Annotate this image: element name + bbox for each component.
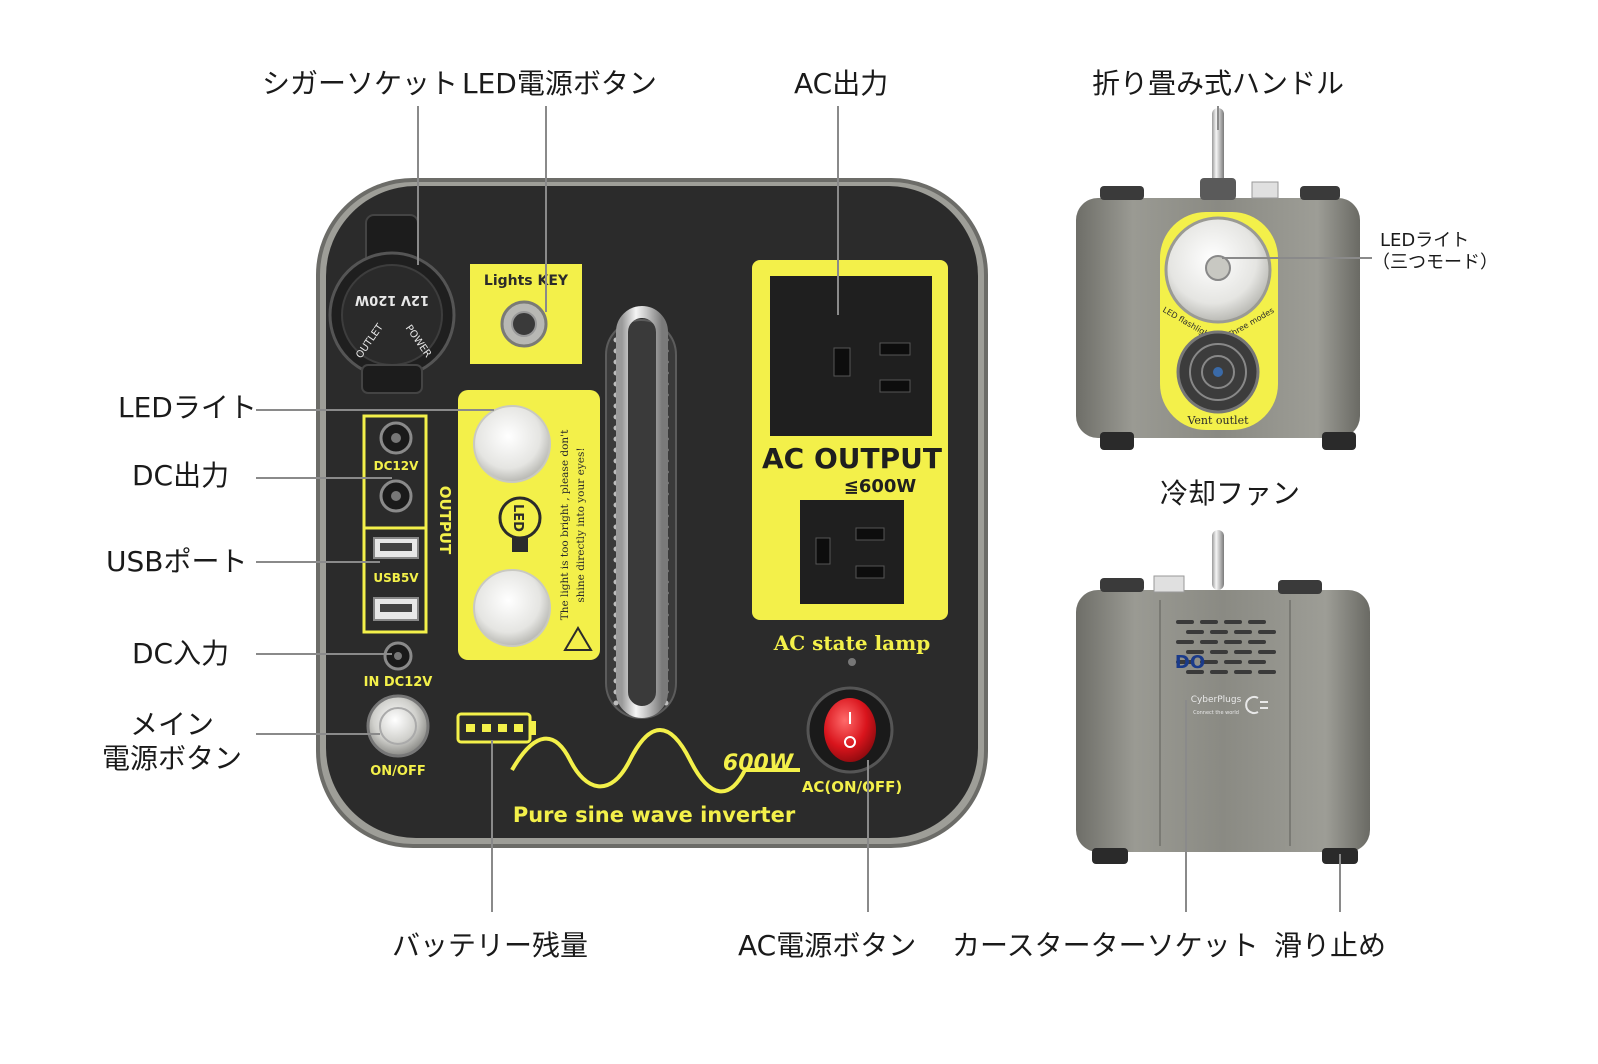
output-vertical-label: OUTPUT	[436, 486, 454, 555]
led-light-bottom	[473, 569, 551, 647]
label-main-power: メイン 電源ボタン	[92, 708, 252, 776]
battery-indicator	[456, 712, 536, 744]
led-warning-line-1: The light is too bright , please don't	[559, 429, 571, 620]
handle-perforation	[613, 700, 619, 706]
ac-power-button[interactable]	[806, 686, 894, 774]
vent-slot	[1200, 660, 1218, 664]
rear-logo: DO	[1175, 652, 1205, 673]
label-car-starter-socket: カースターターソケット	[952, 929, 1259, 962]
vent-slot	[1186, 670, 1204, 674]
front-handle	[605, 306, 677, 719]
vent-slot	[1186, 630, 1204, 634]
label-main-power-line-2: 電源ボタン	[101, 742, 242, 775]
vent-outlet-text: Vent outlet	[1186, 414, 1249, 427]
label-anti-slip: 滑り止め	[1274, 929, 1387, 962]
ac-outlet-1[interactable]	[833, 342, 911, 393]
label-led-light: LEDライト	[118, 391, 257, 424]
label-folding-handle: 折り畳み式ハンドル	[1092, 67, 1345, 100]
label-side-led-light-1: LEDライト	[1380, 230, 1470, 251]
label-cooling-fan: 冷却ファン	[1160, 477, 1301, 510]
wattage-label: 600W	[723, 751, 795, 776]
vent-slot	[1210, 630, 1228, 634]
vent-slot	[1258, 670, 1276, 674]
output-frame: OUTPUT	[362, 414, 454, 634]
vent-slot	[1176, 620, 1194, 624]
vent-slot	[1176, 640, 1194, 644]
socket-rating-text: 12V 120W	[355, 292, 429, 307]
led-light-panel: LED The light is too bright , please don…	[458, 390, 600, 660]
ac-output-title: AC OUTPUT	[762, 442, 942, 475]
rear-brand: CyberPlugs	[1191, 695, 1242, 705]
in-dc12v-label: IN DC12V	[364, 675, 433, 690]
plug-logo-icon	[1245, 696, 1268, 714]
vent-slot	[1258, 630, 1276, 634]
label-cigar-socket: シガーソケット	[262, 67, 459, 100]
vent-slot	[1234, 670, 1252, 674]
usb-port-2[interactable]	[373, 597, 419, 621]
label-side-led-light-2: （三つモード）	[1372, 252, 1498, 273]
ac-output-rating: ≦600W	[844, 476, 917, 497]
label-led-power-button: LED電源ボタン	[462, 67, 657, 100]
label-dc-input: DC入力	[132, 637, 230, 670]
label-ac-output: AC出力	[794, 67, 889, 100]
led-bulb-text: LED	[510, 504, 525, 532]
vent-slot	[1248, 640, 1266, 644]
label-ac-power-button: AC電源ボタン	[738, 929, 917, 962]
sine-wave-graphic	[510, 728, 800, 794]
ac-output-panel	[752, 260, 948, 620]
vent-slot	[1258, 650, 1276, 654]
vent-slot	[1234, 630, 1252, 634]
inverter-label: Pure sine wave inverter	[513, 803, 796, 827]
usb5v-label: USB5V	[373, 571, 419, 585]
label-usb-port: USBポート	[106, 545, 248, 578]
vent-slot	[1176, 660, 1194, 664]
led-power-button[interactable]	[500, 300, 548, 348]
label-dc-output: DC出力	[132, 459, 230, 492]
ac-state-lamp-label: AC state lamp	[773, 631, 931, 655]
ac-state-lamp	[848, 658, 856, 666]
vent-slot	[1200, 640, 1218, 644]
ac-on-off-label: AC(ON/OFF)	[802, 778, 902, 796]
main-power-button[interactable]	[366, 694, 430, 758]
vent-slot	[1248, 620, 1266, 624]
label-main-power-line-1: メイン	[129, 708, 214, 741]
dc12v-label: DC12V	[374, 459, 419, 473]
vent-slot	[1248, 660, 1266, 664]
ac-outlet-2[interactable]	[815, 527, 885, 579]
led-light-top	[473, 405, 551, 483]
lightbulb-icon: LED	[498, 496, 542, 552]
vent-slot	[1210, 670, 1228, 674]
lights-key-label: Lights KEY	[484, 273, 569, 289]
dc-output-port-1[interactable]	[379, 421, 413, 455]
vent-slot	[1224, 620, 1242, 624]
led-warning-line-2: shine directly into your eyes!	[575, 447, 587, 602]
leader-lines	[256, 106, 1372, 912]
cigar-socket[interactable]: 12V 120W POWER OUTLET	[328, 214, 456, 394]
usb-port-1[interactable]	[373, 537, 419, 559]
dc-output-port-2[interactable]	[379, 479, 413, 513]
vent-slot	[1210, 650, 1228, 654]
label-battery-level: バッテリー残量	[392, 929, 589, 962]
warning-icon	[563, 626, 593, 651]
vent-slot	[1186, 650, 1204, 654]
vent-slot	[1200, 620, 1218, 624]
vent-slot	[1234, 650, 1252, 654]
rear-view-unit: DO CyberPlugs Connect the world	[1076, 530, 1370, 864]
vent-slot	[1224, 640, 1242, 644]
rear-tagline: Connect the world	[1193, 710, 1239, 716]
side-view-unit: LED flashlight Three modes Vent outlet	[1076, 108, 1360, 450]
dc-input-port[interactable]	[383, 641, 413, 671]
vent-slot	[1224, 660, 1242, 664]
on-off-label: ON/OFF	[370, 764, 426, 779]
